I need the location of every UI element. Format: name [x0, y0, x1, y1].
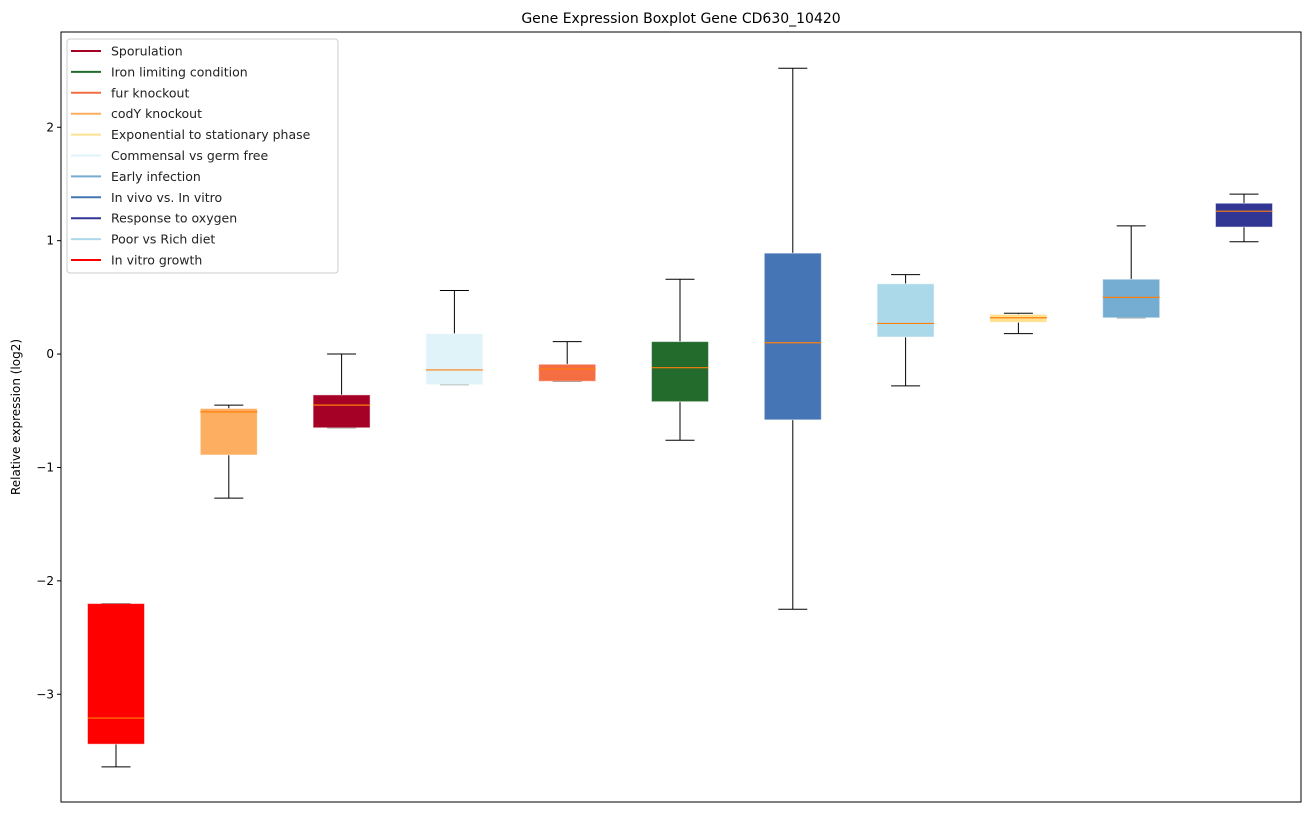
box-body: [199, 407, 258, 456]
legend-label: codY knockout: [111, 106, 202, 121]
box-body: [312, 394, 371, 429]
box-cody-knockout: [199, 404, 258, 499]
legend-label: Poor vs Rich diet: [111, 232, 215, 247]
y-tick-label: 1: [46, 234, 54, 248]
legend-label: Iron limiting condition: [111, 64, 248, 79]
box-body: [87, 603, 145, 745]
y-tick-label: −3: [36, 687, 54, 701]
y-tick-label: −2: [36, 574, 54, 588]
y-tick-label: 0: [46, 347, 54, 361]
y-axis-label: Relative expression (log2): [9, 339, 23, 495]
box-body: [1215, 202, 1273, 228]
box-body: [651, 341, 709, 403]
box-body: [876, 283, 935, 338]
box-exponential-to-stationary-phase: [989, 312, 1048, 335]
legend-label: In vivo vs. In vitro: [111, 190, 222, 205]
legend-label: Sporulation: [111, 44, 183, 59]
box-body: [425, 333, 484, 386]
legend-label: In vitro growth: [111, 253, 202, 268]
legend-label: fur knockout: [111, 85, 189, 100]
legend-frame: [66, 38, 339, 274]
y-tick-label: 2: [46, 120, 54, 134]
box-poor-vs-rich-diet: [876, 274, 935, 387]
box-commensal-vs-germ-free: [425, 290, 484, 386]
box-body: [1102, 278, 1161, 319]
legend-label: Exponential to stationary phase: [111, 127, 311, 142]
plot-frame: [60, 31, 1302, 803]
box-early-infection: [1102, 225, 1161, 319]
box-response-to-oxygen: [1215, 193, 1273, 243]
legend-label: Commensal vs germ free: [111, 148, 268, 163]
box-fur-knockout: [538, 341, 597, 382]
y-tick-label: −1: [36, 460, 54, 474]
legend-label: Response to oxygen: [111, 211, 237, 226]
box-body: [538, 363, 597, 382]
box-in-vivo-vs-in-vitro: [763, 67, 822, 610]
chart-title: Gene Expression Boxplot Gene CD630_10420: [521, 11, 840, 27]
box-iron-limiting-condition: [651, 278, 709, 441]
box-body: [763, 252, 822, 421]
box-in-vitro-growth: [87, 603, 145, 768]
box-sporulation: [312, 353, 371, 429]
legend-label: Early infection: [111, 169, 201, 184]
